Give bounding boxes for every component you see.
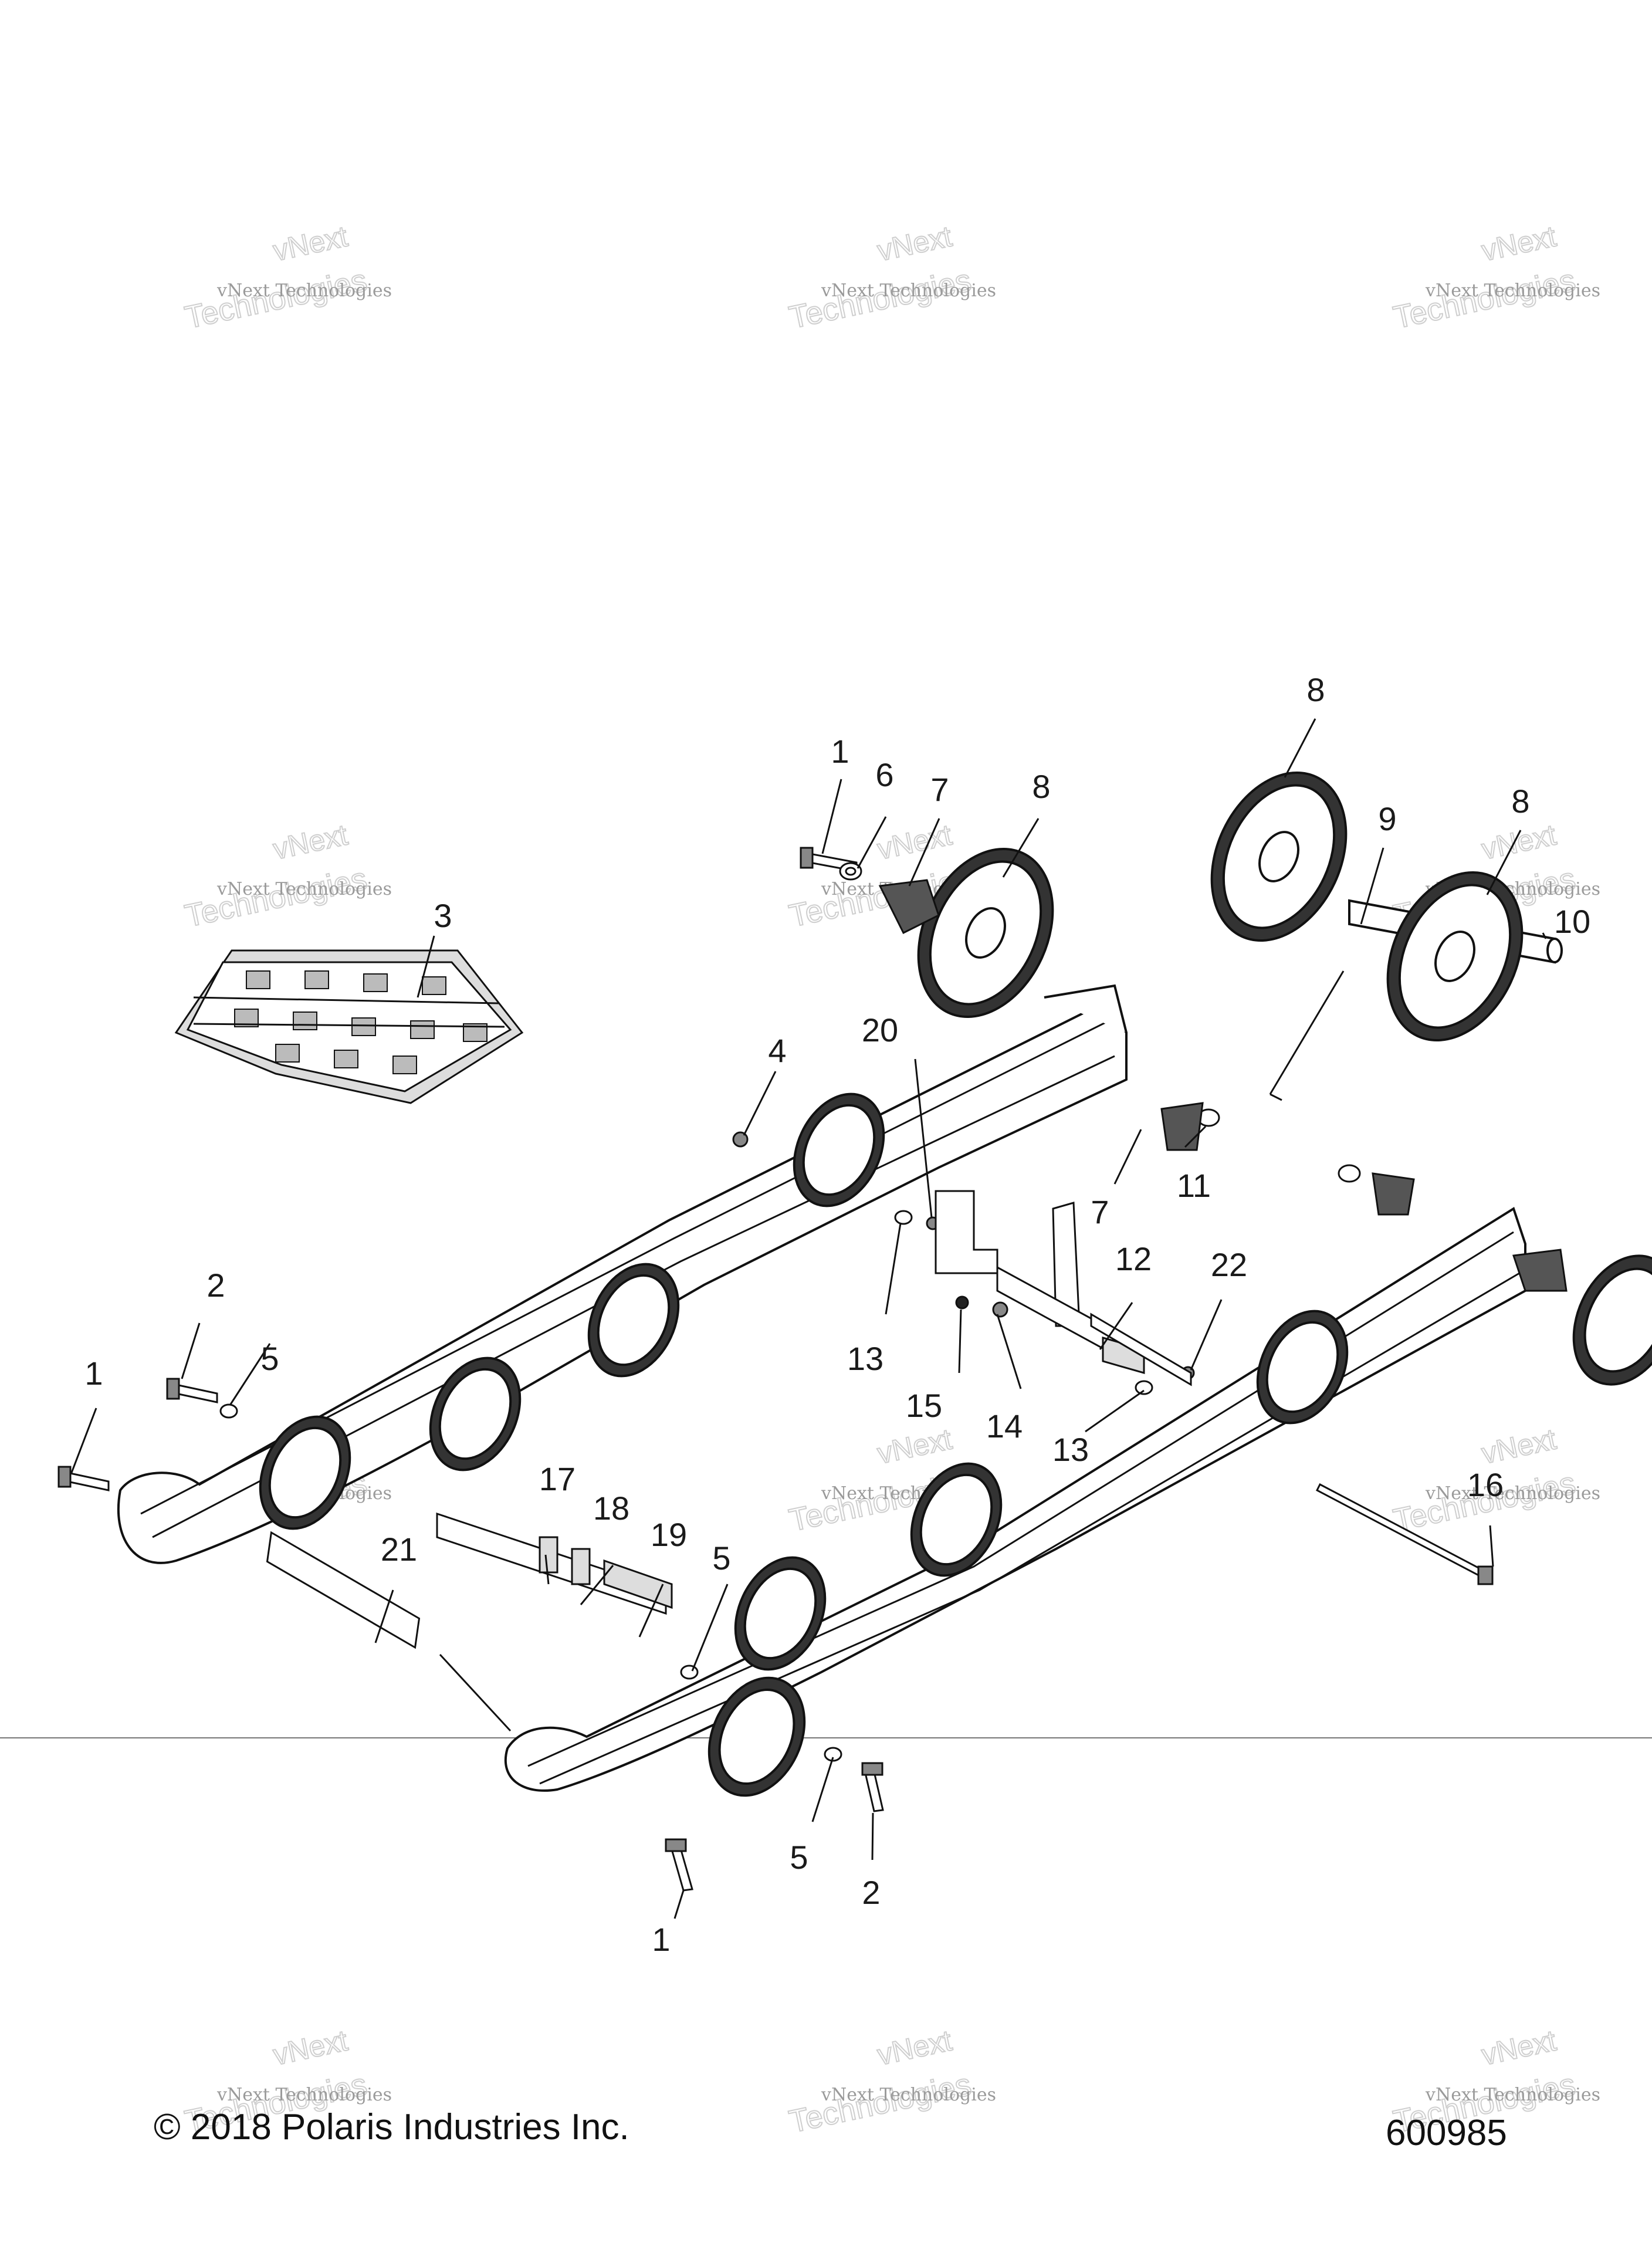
svg-text:vNext: vNext [875, 818, 955, 865]
track-deck [174, 949, 524, 1104]
rear-wheel-right [1386, 871, 1524, 1042]
rear-wheel-left [1210, 771, 1348, 942]
callout-label: 8 [1511, 783, 1529, 820]
callout-label: 3 [434, 897, 452, 934]
svg-text:vNext: vNext [875, 2024, 955, 2071]
callout-label: 4 [768, 1032, 786, 1069]
rail-wheel [259, 1092, 1652, 1797]
svg-text:vNext: vNext [270, 818, 351, 865]
svg-text:vNext Technologies: vNext Technologies [1425, 2085, 1600, 2105]
callout-label: 8 [1032, 768, 1050, 805]
callout-label: 13 [1052, 1431, 1089, 1468]
callout-label: 21 [381, 1531, 417, 1568]
svg-text:vNext: vNext [270, 2024, 351, 2071]
callout-label: 8 [1306, 671, 1325, 708]
svg-text:vNext Technologies: vNext Technologies [1425, 280, 1600, 301]
callout-label: 7 [1091, 1193, 1109, 1230]
callout-label: 13 [847, 1340, 883, 1377]
callout-label: 20 [862, 1012, 898, 1048]
svg-text:vNext Technologies: vNext Technologies [216, 280, 392, 301]
callout-label: 22 [1211, 1246, 1247, 1283]
callout-label: 16 [1467, 1466, 1504, 1503]
svg-text:vNext Technologies: vNext Technologies [1425, 1483, 1600, 1504]
diagram-number: 600985 [1386, 2113, 1507, 2153]
callout-label: 1 [831, 733, 849, 770]
svg-text:vNext: vNext [1479, 219, 1559, 267]
copyright-notice: © 2018 Polaris Industries Inc. [154, 2107, 629, 2147]
svg-text:vNext Technologies: vNext Technologies [821, 2085, 996, 2105]
callout-label: 9 [1378, 800, 1396, 837]
svg-text:vNext: vNext [1479, 1422, 1559, 1470]
callout-label: 1 [652, 1921, 670, 1958]
callout-label: 17 [539, 1460, 576, 1497]
callout-label: 14 [986, 1408, 1023, 1445]
callout-label: 7 [930, 771, 949, 808]
callout-label: 5 [260, 1340, 279, 1377]
svg-text:vNext: vNext [1479, 818, 1559, 865]
callout-label: 19 [651, 1516, 687, 1553]
callout-label: 5 [790, 1839, 808, 1876]
svg-text:vNext: vNext [1479, 2024, 1559, 2071]
svg-text:vNext: vNext [875, 1422, 955, 1470]
svg-text:vNext Technologies: vNext Technologies [216, 2085, 392, 2105]
callout-label: 2 [206, 1267, 225, 1304]
svg-text:vNext Technologies: vNext Technologies [216, 879, 392, 899]
callout-label: 11 [1177, 1167, 1211, 1204]
callout-label: 18 [593, 1490, 629, 1527]
leader-lines [70, 718, 1547, 1919]
callout-label: 15 [906, 1387, 942, 1424]
svg-text:vNext: vNext [875, 219, 955, 267]
callout-label: 6 [875, 756, 893, 793]
idler-wheel [917, 847, 1054, 1019]
callout-label: 2 [862, 1874, 880, 1911]
callout-label: 1 [84, 1355, 103, 1392]
callout-label: 12 [1115, 1240, 1152, 1277]
callout-label: 10 [1554, 903, 1590, 940]
svg-text:vNext: vNext [270, 219, 351, 267]
svg-text:vNext Technologies: vNext Technologies [821, 280, 996, 301]
callout-label: 5 [712, 1540, 730, 1577]
